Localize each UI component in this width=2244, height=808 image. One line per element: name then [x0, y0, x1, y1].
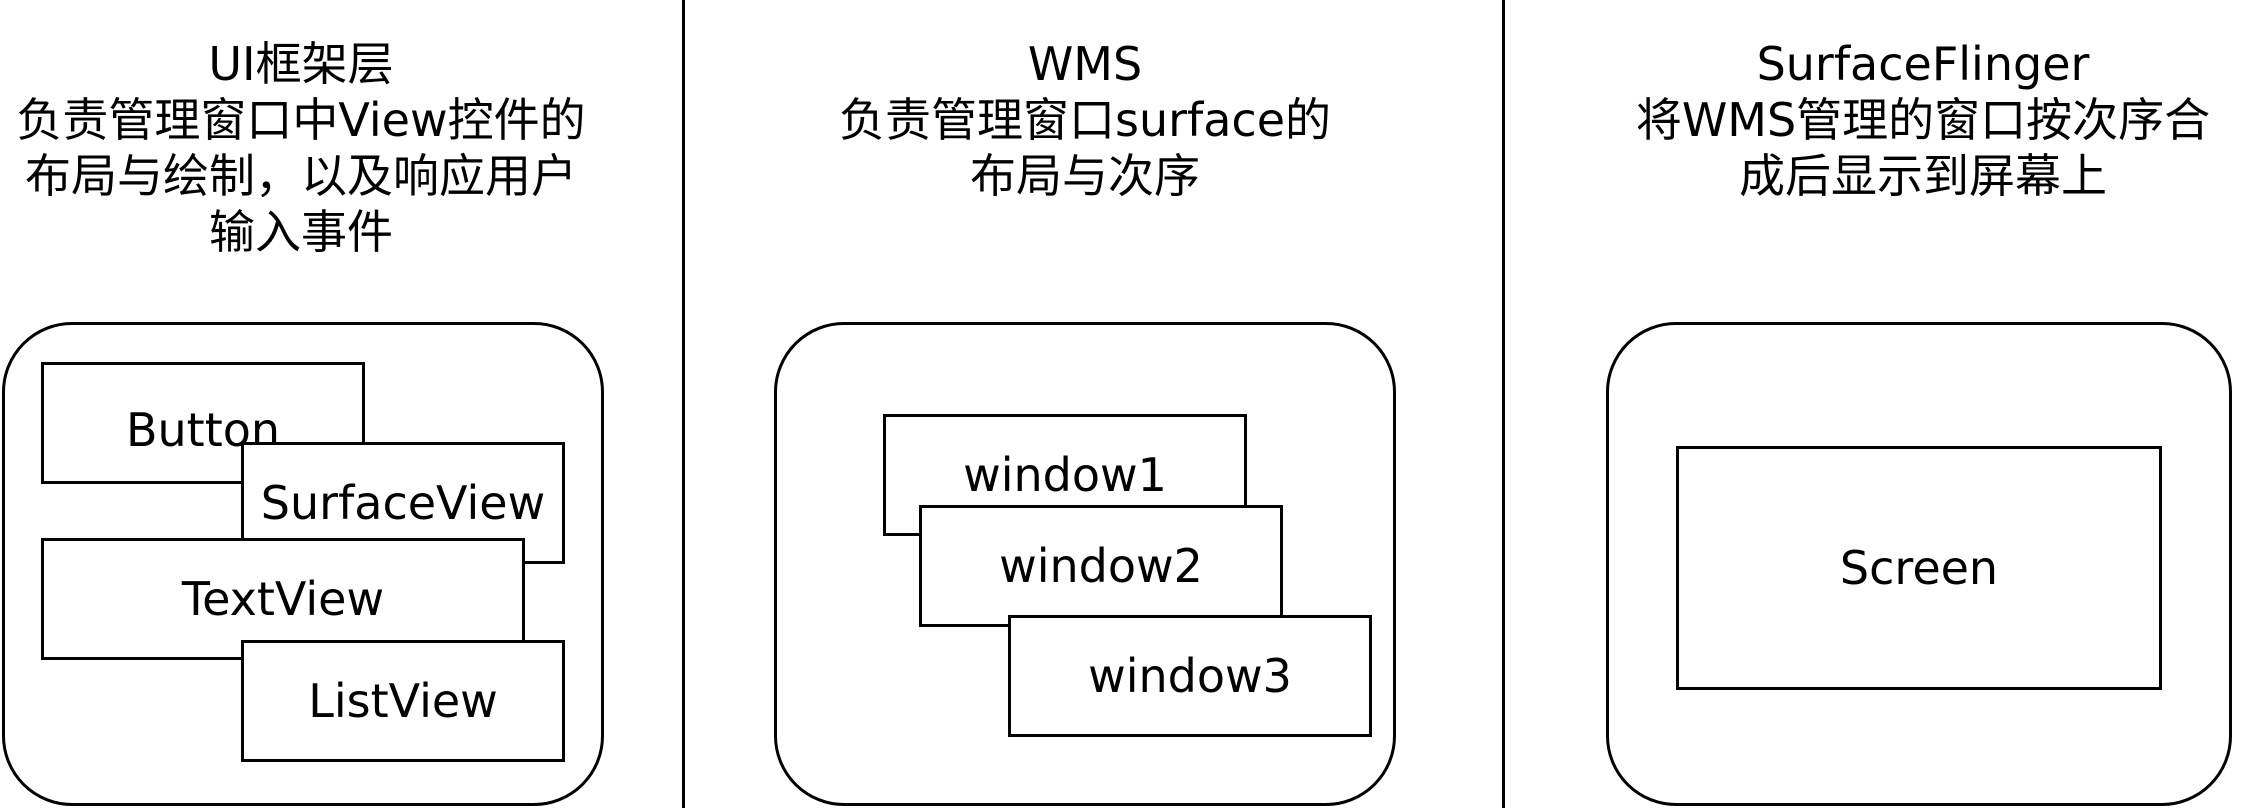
- title-line: 布局与次序: [970, 149, 1200, 203]
- column-divider: [1502, 0, 1505, 808]
- screen-box: Screen: [1676, 446, 2162, 690]
- surfaceflinger-title: SurfaceFlinger 将WMS管理的窗口按次序合 成后显示到屏幕上: [1602, 36, 2244, 204]
- title-line: 将WMS管理的窗口按次序合: [1635, 93, 2211, 147]
- ui-framework-title: UI框架层 负责管理窗口中View控件的 布局与绘制，以及响应用户 输入事件: [0, 36, 602, 260]
- button-view-box: Button: [41, 362, 365, 484]
- title-line: WMS: [1027, 37, 1143, 91]
- title-line: 输入事件: [209, 205, 393, 259]
- title-line: 布局与绘制，以及响应用户: [25, 149, 577, 203]
- wms-title: WMS 负责管理窗口surface的 布局与次序: [774, 36, 1396, 204]
- title-line: 负责管理窗口中View控件的: [16, 93, 586, 147]
- title-line: SurfaceFlinger: [1756, 37, 2090, 91]
- column-divider: [682, 0, 685, 808]
- title-line: 负责管理窗口surface的: [838, 93, 1331, 147]
- title-line: UI框架层: [208, 37, 394, 91]
- window3-box: window3: [1008, 615, 1372, 737]
- title-line: 成后显示到屏幕上: [1739, 149, 2107, 203]
- listview-box: ListView: [241, 640, 565, 762]
- window2-box: window2: [919, 505, 1283, 627]
